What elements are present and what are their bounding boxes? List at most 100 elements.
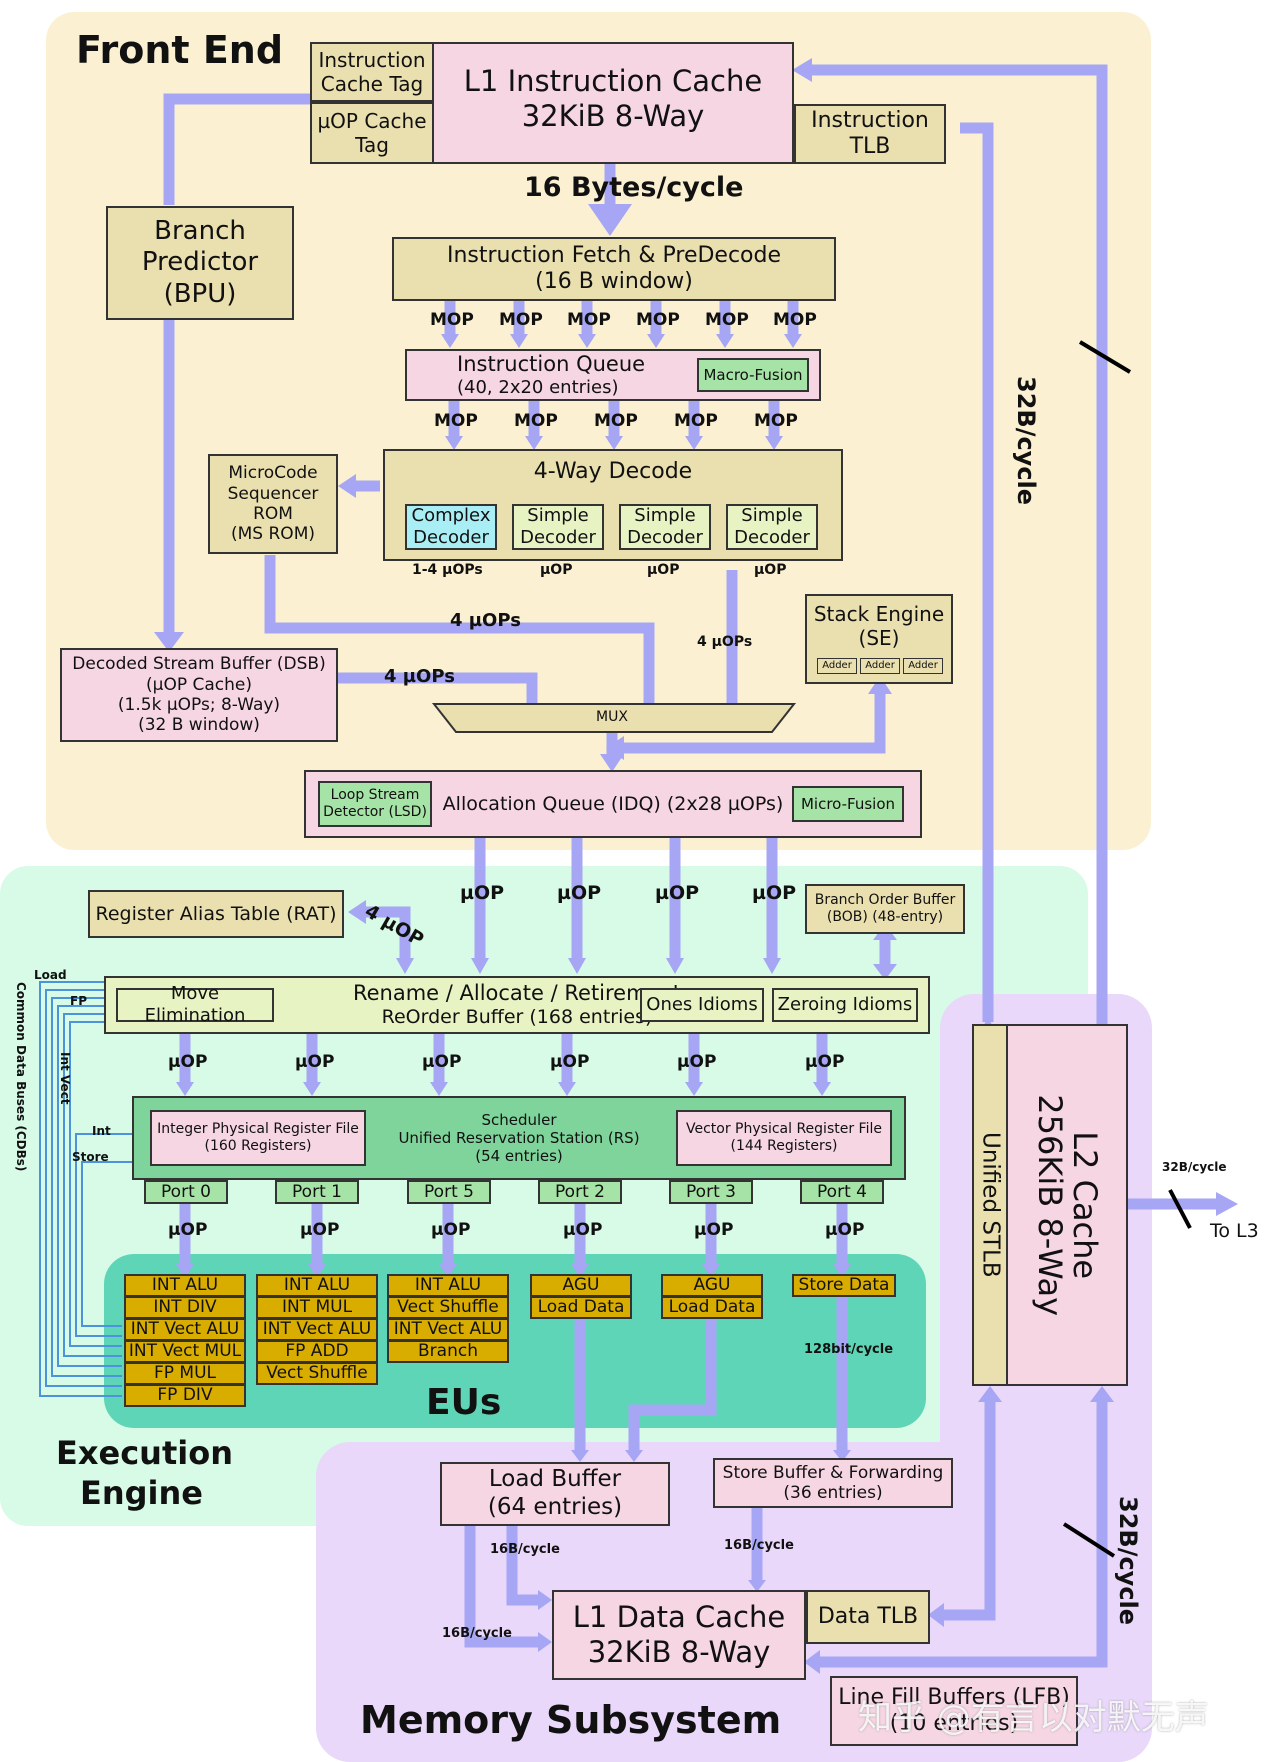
branch-predictor: Branch Predictor (BPU) [106, 206, 294, 320]
stack-engine-line1: Stack Engine [813, 602, 945, 626]
eu-port0-int-div: INT DIV [124, 1296, 246, 1319]
stlb-label: Unified STLB [977, 1132, 1004, 1278]
simple-decoder-1: Simple Decoder [512, 504, 604, 550]
vprf-line1: Vector Physical Register File [686, 1121, 882, 1138]
port-label: Port 1 [292, 1181, 342, 1202]
sched-line3: (54 entries) [475, 1147, 563, 1165]
vector-physical-register-file: Vector Physical Register File (144 Regis… [676, 1110, 892, 1166]
l1d-line1: L1 Data Cache [572, 1600, 786, 1635]
decode-uops-label: 4 µOPs [697, 634, 753, 650]
rename-uop-label: µOP [168, 1052, 208, 1072]
mop-label: MOP [636, 310, 680, 330]
uop-cache-tag: µOP Cache Tag [310, 102, 434, 164]
rename-uop-label: µOP [550, 1052, 590, 1072]
iq-line1: Instruction Queue [457, 351, 646, 376]
l1i-line2: 32KiB 8-Way [521, 98, 705, 133]
load-buffer: Load Buffer (64 entries) [440, 1462, 670, 1526]
eu-label: Vect Shuffle [397, 1297, 499, 1318]
port-5: Port 5 [407, 1180, 491, 1204]
eu-port3-agu: AGU [661, 1274, 763, 1297]
iprf-line2: (160 Registers) [204, 1138, 312, 1154]
branch-order-buffer: Branch Order Buffer (BOB) (48-entry) [805, 884, 965, 934]
eu-port5-branch: Branch [387, 1340, 509, 1363]
port-uop-label: µOP [300, 1220, 340, 1240]
ones-idioms: Ones Idioms [640, 988, 764, 1022]
dsb-line2: (µOP Cache) [146, 674, 252, 695]
instruction-fetch-predecode: Instruction Fetch & PreDecode (16 B wind… [392, 237, 836, 301]
store-buffer-line2: (36 entries) [783, 1483, 883, 1503]
eu-port0-int-vect-mul: INT Vect MUL [124, 1340, 246, 1363]
complex-decoder-line2: Decoder [413, 527, 489, 548]
port-label: Port 3 [686, 1181, 736, 1202]
watermark: 知乎 @有言以对默无声 [858, 1698, 1209, 1738]
itlb-line1: Instruction [811, 107, 929, 133]
eu-port1-int-mul: INT MUL [256, 1296, 378, 1319]
rename-uop-label: µOP [805, 1052, 845, 1072]
eu-label: FP MUL [153, 1363, 216, 1384]
fetch-line2: (16 B window) [535, 269, 693, 294]
itlb-line2: TLB [849, 134, 891, 159]
eu-label: Load Data [537, 1297, 625, 1318]
cdb-int-label: Int [92, 1124, 111, 1138]
complex-decoder: Complex Decoder [405, 504, 497, 550]
eu-port1-int-vect-alu: INT Vect ALU [256, 1318, 378, 1341]
bob-line1: Branch Order Buffer [814, 892, 956, 909]
port-4: Port 4 [800, 1180, 884, 1204]
rename-uop-label: µOP [295, 1052, 335, 1072]
eu-port0-int-alu: INT ALU [124, 1274, 246, 1297]
data-tlb: Data TLB [806, 1590, 930, 1644]
eu-port3-load-data: Load Data [661, 1296, 763, 1319]
line-fill-buffers: Line Fill Buffers (LFB) (10 entries) [830, 1676, 1078, 1746]
port-uop-label: µOP [694, 1220, 734, 1240]
uoptag-line1: µOP Cache [317, 109, 427, 133]
eu-label: Branch [418, 1341, 478, 1362]
store-buffer-rate-label: 16B/cycle [724, 1538, 794, 1553]
adder-label: Adder [822, 660, 852, 671]
simple-decoder-2: Simple Decoder [619, 504, 711, 550]
msrom-line2: Sequencer [227, 483, 319, 504]
bpu-line2: Predictor [141, 247, 259, 278]
mop-label: MOP [674, 411, 718, 431]
instruction-cache-tag: Instruction Cache Tag [310, 42, 434, 102]
eu-label: INT Vect ALU [262, 1319, 372, 1340]
mop-label: MOP [594, 411, 638, 431]
mop-label: MOP [754, 411, 798, 431]
rename-line2: ReOrder Buffer (168 entries) [381, 1006, 653, 1029]
port-0: Port 0 [144, 1180, 228, 1204]
stack-adder-1: Adder [817, 658, 857, 674]
decoder-output-label: µOP [754, 562, 787, 578]
itag-line1: Instruction [318, 48, 426, 72]
store-rate-label: 128bit/cycle [804, 1342, 894, 1357]
load-buffer-line1: Load Buffer [488, 1466, 622, 1493]
idq-uop-label: µOP [460, 882, 505, 904]
iprf-line1: Integer Physical Register File [157, 1121, 359, 1138]
itag-line2: Cache Tag [320, 72, 424, 96]
cdb-fp-label: FP [70, 994, 87, 1008]
eu-port0-fp-div: FP DIV [124, 1384, 246, 1407]
msrom-line3: ROM [253, 504, 293, 524]
adder-label: Adder [908, 660, 938, 671]
eu-label: Load Data [668, 1297, 756, 1318]
port-2: Port 2 [538, 1180, 622, 1204]
mop-label: MOP [567, 310, 611, 330]
eu-label: Vect Shuffle [266, 1363, 368, 1384]
eu-label: AGU [562, 1275, 600, 1296]
rat-label: Register Alias Table (RAT) [95, 902, 337, 925]
store-buffer-forwarding: Store Buffer & Forwarding (36 entries) [713, 1458, 953, 1508]
cdb-title: Common Data Buses (CDBs) [14, 982, 28, 1172]
l2-l1d-rate-label: 32B/cycle [1114, 1496, 1142, 1626]
eu-port1-int-alu: INT ALU [256, 1274, 378, 1297]
load-buffer-rate-label-2: 16B/cycle [442, 1626, 512, 1641]
port-label: Port 0 [161, 1181, 211, 1202]
rename-line1: Rename / Allocate / Retirement [352, 981, 682, 1005]
register-alias-table: Register Alias Table (RAT) [88, 890, 344, 938]
ones-idioms-label: Ones Idioms [646, 994, 758, 1016]
l2-line2: 256KiB 8-Way [1031, 1094, 1070, 1316]
to-l3-label: To L3 [1210, 1220, 1259, 1242]
micro-fusion-label: Micro-Fusion [800, 795, 896, 813]
l2-text: L2 Cache 256KiB 8-Way [1031, 1094, 1104, 1316]
eu-label: INT MUL [281, 1297, 353, 1318]
lfb-line1: Line Fill Buffers (LFB) [838, 1684, 1070, 1710]
eu-label: Store Data [798, 1275, 890, 1296]
port-uop-label: µOP [431, 1220, 471, 1240]
